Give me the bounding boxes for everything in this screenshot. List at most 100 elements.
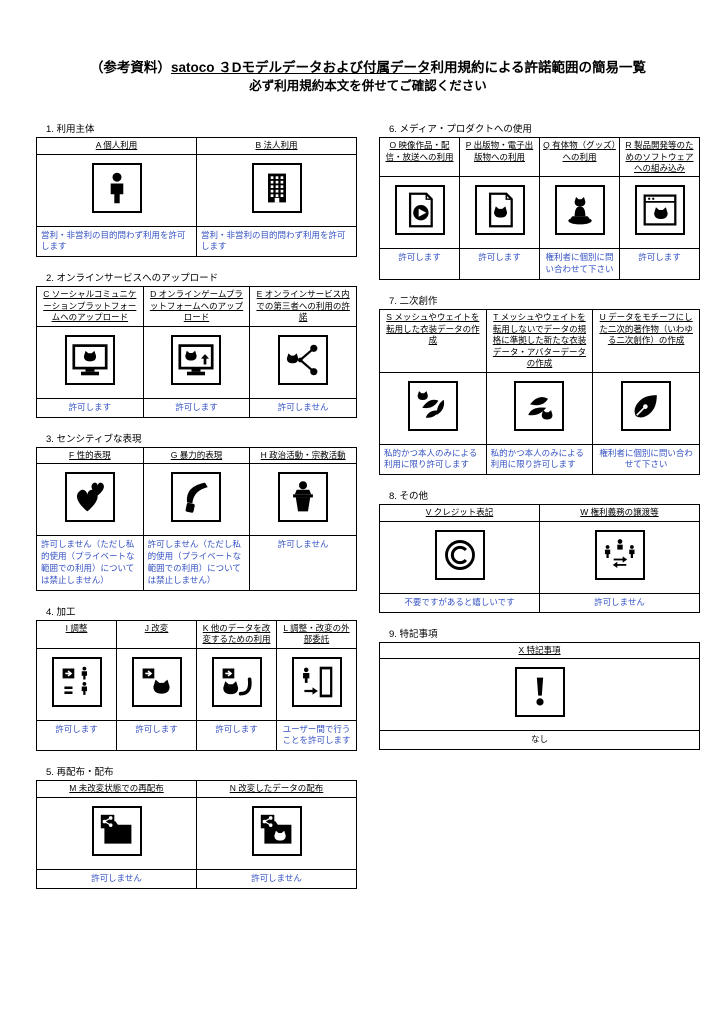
item-header-R: R 製品開発等のためのソフトウェアへの組み込み	[619, 137, 700, 178]
permission-text: 営利・非営利の目的問わず利用を許可します	[36, 225, 197, 258]
item-header-J: J 改変	[116, 619, 197, 649]
pen-nib-icon	[621, 380, 672, 431]
permission-text: 私的かつ本人のみによる利用に限り許可します	[379, 443, 487, 476]
item-label: V クレジット表記	[425, 507, 494, 518]
icon-cell	[379, 371, 487, 445]
item-header-T: T メッシュやウェイトを転用しないでデータの規格に準拠した新たな衣装データ・アバ…	[485, 309, 594, 373]
icon-cell	[379, 176, 460, 250]
permission-text: 許可します	[379, 248, 460, 281]
title-prefix: （参考資料）	[89, 60, 171, 75]
item-label: A 個人利用	[95, 140, 138, 151]
third-party-share-icon	[278, 334, 329, 385]
item-header-M: M 未改変状態での再配布	[36, 780, 197, 798]
icon-cell	[196, 153, 357, 227]
section-heading: 1. 利用主体	[46, 124, 95, 136]
software-window-icon	[634, 185, 685, 236]
permission-text: ユーザー間で行うことを許可します	[276, 719, 357, 752]
copyright-icon	[434, 529, 485, 580]
icon-cell	[249, 325, 357, 399]
item-header-C: C ソーシャルコミュニケーションプラットフォームへのアップロード	[36, 286, 144, 327]
item-header-D: D オンラインゲームプラットフォームへのアップロード	[142, 286, 251, 327]
permission-text: 許可します	[116, 719, 197, 752]
video-play-icon	[394, 185, 445, 236]
item-header-H: H 政治活動・宗教活動	[249, 446, 357, 465]
permission-text: 許可しません	[196, 868, 357, 889]
icon-cell	[36, 325, 144, 399]
item-label: X 特記事項	[518, 644, 561, 655]
modify-other-data-icon	[211, 656, 262, 707]
permission-text: 許可しません	[36, 868, 197, 889]
permission-text: 権利者に個別に問い合わせて下さい	[539, 248, 620, 281]
section-heading: 3. センシティブな表現	[46, 433, 142, 445]
permission-text: 不要ですがあると嬉しいです	[379, 592, 540, 613]
item-header-A: A 個人利用	[36, 137, 197, 155]
item-label: C ソーシャルコミュニケーションプラットフォームへのアップロード	[43, 289, 137, 323]
figurine-icon	[554, 185, 605, 236]
permission-text: 許可しません（ただし私的使用（プライベートな範囲での利用）については禁止しません…	[142, 535, 251, 591]
item-header-P: P 出版物・電子出版物への利用	[459, 137, 540, 178]
item-header-U: U データをモチーフにした二次的著作物（いわゆる二次創作）の作成	[592, 309, 700, 373]
item-label: J 改変	[144, 622, 169, 633]
adjust-icon	[51, 656, 102, 707]
item-header-N: N 改変したデータの配布	[196, 780, 357, 798]
permission-text: 許可します	[619, 248, 700, 281]
redistribute-icon	[91, 805, 142, 856]
permission-text: 許可します	[36, 397, 144, 418]
permission-table: C ソーシャルコミュニケーションプラットフォームへのアップロード D オンラインゲ…	[36, 286, 357, 418]
item-label: U データをモチーフにした二次的著作物（いわゆる二次創作）の作成	[599, 312, 693, 346]
item-header-I: I 調整	[36, 619, 117, 649]
item-label: S メッシュやウェイトを転用した衣装データの作成	[386, 312, 480, 346]
item-label: G 暴力的表現	[170, 449, 223, 460]
icon-cell	[379, 658, 700, 732]
knife-icon	[171, 472, 222, 523]
permission-text: 権利者に個別に問い合わせて下さい	[592, 443, 700, 476]
item-header-S: S メッシュやウェイトを転用した衣装データの作成	[379, 309, 487, 373]
icon-cell	[142, 463, 251, 537]
item-label: E オンラインサービス内での第三者への利用の許諾	[256, 289, 350, 323]
building-icon	[251, 162, 302, 213]
icon-cell	[36, 463, 144, 537]
icon-cell	[249, 463, 357, 537]
icon-cell	[539, 520, 700, 594]
permission-text: 許可しません	[539, 592, 700, 613]
icon-cell	[36, 796, 197, 870]
permission-text: 許可します	[142, 397, 251, 418]
icon-cell	[485, 371, 594, 445]
item-label: Q 有体物（グッズ）への利用	[543, 140, 616, 162]
icon-cell	[619, 176, 700, 250]
item-header-L: L 調整・改変の外部委託	[276, 619, 357, 649]
permission-text: 許可しません（ただし私的使用（プライベートな範囲での利用）については禁止しません…	[36, 535, 144, 591]
item-header-E: E オンラインサービス内での第三者への利用の許諾	[249, 286, 357, 327]
item-header-X: X 特記事項	[379, 641, 700, 660]
page-title: （参考資料）satoco ３Dモデルデータおよび付属データ利用規約による許諾範囲…	[36, 58, 700, 78]
icon-cell	[196, 796, 357, 870]
item-label: M 未改変状態での再配布	[69, 783, 164, 794]
hearts-icon	[64, 472, 115, 523]
item-header-O: O 映像作品・配信・放送への利用	[379, 137, 460, 178]
permission-text: 許可しません	[249, 535, 357, 591]
section-heading: 7. 二次創作	[389, 296, 438, 308]
item-label: D オンラインゲームプラットフォームへのアップロード	[149, 289, 244, 323]
icon-cell	[36, 153, 197, 227]
permission-text: 許可しません	[249, 397, 357, 418]
item-label: K 他のデータを改変するための利用	[202, 622, 271, 645]
podium-icon	[278, 472, 329, 523]
section-heading: 9. 特記事項	[389, 628, 438, 640]
distribute-modified-icon	[251, 805, 302, 856]
permission-text: 営利・非営利の目的問わず利用を許可します	[196, 225, 357, 258]
